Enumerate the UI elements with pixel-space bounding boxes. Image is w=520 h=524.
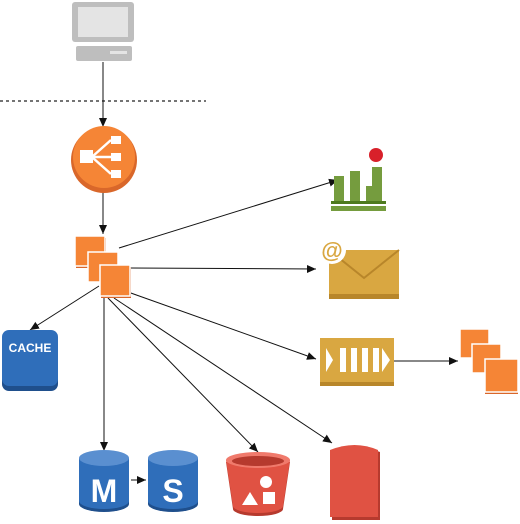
database-master-icon: M (79, 450, 129, 512)
at-sign-icon: @ (321, 238, 342, 263)
database-slave-icon: S (148, 450, 198, 512)
app-instances-icon (74, 235, 131, 298)
arrow-instances-to-storage (113, 297, 333, 444)
arrow-instances-to-queue (127, 291, 317, 360)
cache-icon: CACHE (2, 330, 58, 391)
arrow-instances-to-monitoring (118, 178, 339, 249)
load-balancer-icon (71, 126, 137, 193)
monitoring-chart-icon (331, 148, 386, 211)
client-computer-icon (72, 2, 134, 61)
connectors (29, 62, 458, 484)
queue-icon (320, 338, 394, 386)
arrow-instances-to-bucket (107, 297, 259, 453)
storage-bucket-icon (226, 452, 290, 516)
arrow-instances-to-cache (29, 285, 100, 331)
email-icon: @ (318, 236, 400, 299)
cache-label: CACHE (9, 341, 52, 355)
database-master-label: M (91, 473, 118, 509)
database-slave-label: S (162, 473, 183, 509)
worker-instances-icon (459, 328, 519, 394)
storage-volume-icon (330, 445, 380, 520)
arrow-instances-to-email (129, 264, 317, 273)
